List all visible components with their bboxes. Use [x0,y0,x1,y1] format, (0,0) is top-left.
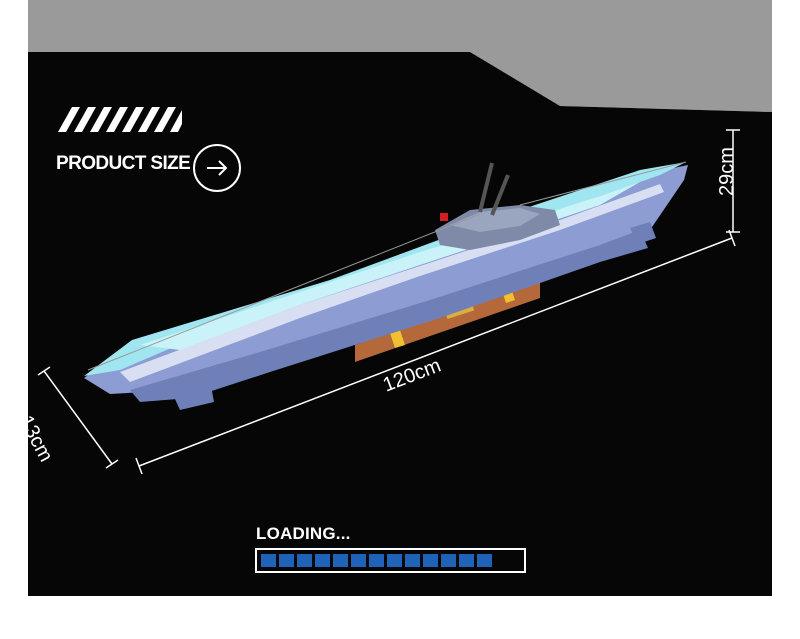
progress-segment [405,554,420,567]
progress-segment [387,554,402,567]
progress-segment [477,554,492,567]
progress-segment [351,554,366,567]
dimension-lines [37,129,740,475]
width-line [43,370,113,465]
progress-segment [279,554,294,567]
progress-segment [315,554,330,567]
progress-segment [459,554,474,567]
loading-progress-bar [255,548,526,573]
hazard-stripes [58,107,182,132]
progress-segment [423,554,438,567]
progress-segment [369,554,384,567]
progress-segment [297,554,312,567]
arrow-right-circle-icon [193,144,241,192]
progress-segment [441,554,456,567]
height-label: 29cm [715,147,738,196]
length-line [138,237,733,467]
progress-segment [333,554,348,567]
submarine-image [84,161,688,410]
page-title: PRODUCT SIZE [56,153,191,174]
next-button[interactable] [192,143,242,193]
loading-label: LOADING... [256,524,351,543]
progress-segment [261,554,276,567]
gray-frame [28,0,772,112]
